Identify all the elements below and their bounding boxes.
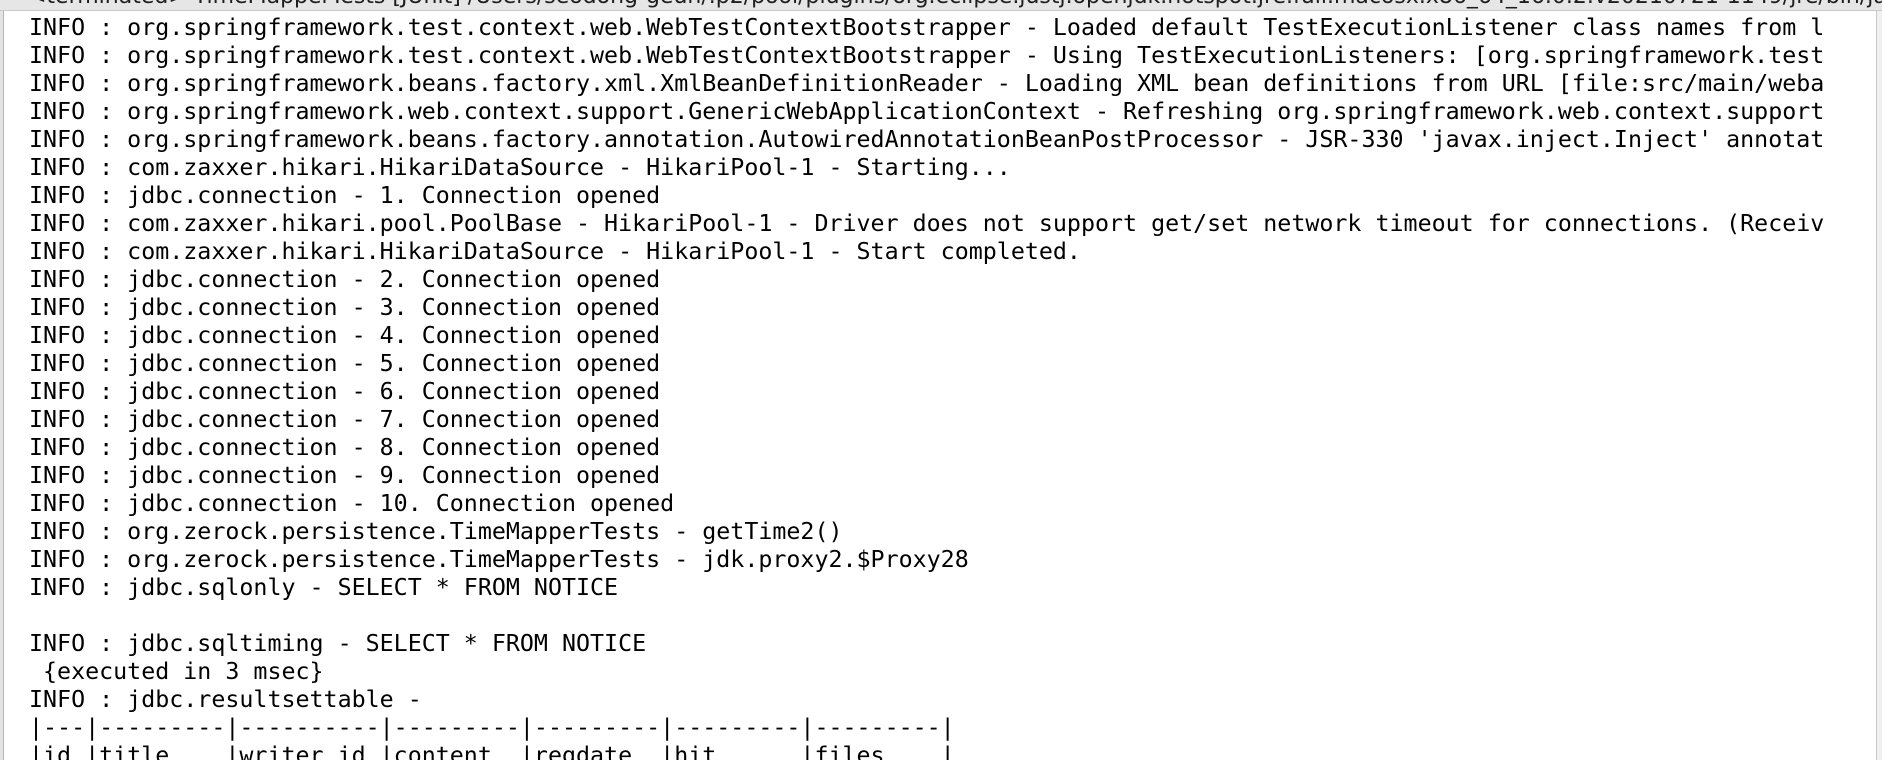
console-line: INFO : org.springframework.test.context.…: [29, 14, 1825, 41]
console-line: {executed in 3 msec}: [29, 658, 324, 685]
console-line: |id |title |writer_id |content |regdate …: [29, 742, 955, 760]
console-line: INFO : org.zerock.persistence.TimeMapper…: [29, 546, 969, 573]
console-line: INFO : org.springframework.web.context.s…: [29, 98, 1825, 125]
console-title-bar: <terminated> TimeMapperTests [JUnit] /Us…: [0, 0, 1882, 11]
console-line: INFO : jdbc.connection - 3. Connection o…: [29, 294, 661, 321]
vertical-scrollbar[interactable]: [1876, 11, 1882, 760]
console-line: INFO : jdbc.sqlonly - SELECT * FROM NOTI…: [29, 574, 619, 601]
console-line: INFO : jdbc.resultsettable -: [29, 686, 436, 713]
console-line: INFO : com.zaxxer.hikari.pool.PoolBase -…: [29, 210, 1825, 237]
console-line: INFO : org.springframework.beans.factory…: [29, 70, 1825, 97]
console-title: <terminated> TimeMapperTests [JUnit] /Us…: [28, 0, 1882, 10]
console-line: INFO : jdbc.connection - 7. Connection o…: [29, 406, 661, 433]
console-line: INFO : com.zaxxer.hikari.HikariDataSourc…: [29, 154, 1011, 181]
console-line: INFO : jdbc.connection - 4. Connection o…: [29, 322, 661, 349]
console-line: INFO : org.springframework.test.context.…: [29, 42, 1825, 69]
console-line: |---|---------|----------|---------|----…: [29, 714, 955, 741]
console-line: INFO : jdbc.connection - 8. Connection o…: [29, 434, 661, 461]
console-output[interactable]: INFO : org.springframework.test.context.…: [29, 14, 1875, 760]
console-line: INFO : com.zaxxer.hikari.HikariDataSourc…: [29, 238, 1081, 265]
console-line: INFO : jdbc.connection - 2. Connection o…: [29, 266, 661, 293]
console-line: INFO : jdbc.connection - 10. Connection …: [29, 490, 675, 517]
console-line: INFO : jdbc.connection - 9. Connection o…: [29, 462, 661, 489]
console-line: INFO : org.zerock.persistence.TimeMapper…: [29, 518, 843, 545]
console-line: INFO : jdbc.connection - 6. Connection o…: [29, 378, 661, 405]
console-line: INFO : jdbc.connection - 5. Connection o…: [29, 350, 661, 377]
console-line: [29, 602, 1875, 630]
console-line: INFO : jdbc.connection - 1. Connection o…: [29, 182, 661, 209]
console-line: INFO : jdbc.sqltiming - SELECT * FROM NO…: [29, 630, 647, 657]
left-gutter: [0, 11, 4, 760]
console-line: INFO : org.springframework.beans.factory…: [29, 126, 1825, 153]
